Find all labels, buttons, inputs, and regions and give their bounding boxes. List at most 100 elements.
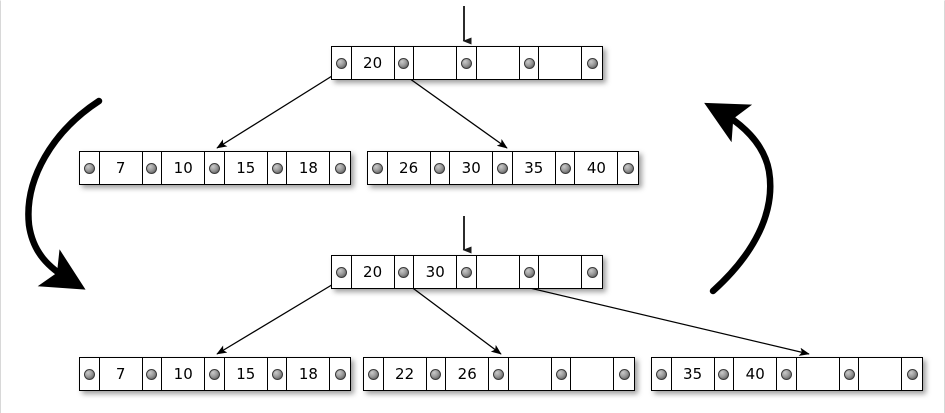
pointer-dot-icon bbox=[586, 57, 598, 69]
node-pointer-cell[interactable] bbox=[614, 358, 634, 390]
node-pointer-cell[interactable] bbox=[519, 256, 540, 288]
leaf-after-middle[interactable]: 22 26 bbox=[363, 357, 635, 391]
node-pointer-cell[interactable] bbox=[330, 358, 350, 390]
node-key-cell[interactable]: 40 bbox=[734, 358, 778, 390]
node-pointer-cell[interactable] bbox=[618, 152, 638, 184]
node-key-cell[interactable] bbox=[571, 358, 615, 390]
node-pointer-cell[interactable] bbox=[142, 152, 163, 184]
node-key-cell[interactable]: 35 bbox=[671, 358, 715, 390]
node-key-cell[interactable]: 18 bbox=[287, 358, 331, 390]
key-value: 20 bbox=[363, 53, 383, 72]
node-pointer-cell[interactable] bbox=[80, 152, 100, 184]
node-pointer-cell[interactable] bbox=[394, 47, 415, 79]
node-pointer-cell[interactable] bbox=[652, 358, 672, 390]
pointer-arrow-before-1 bbox=[398, 70, 508, 149]
pointer-dot-icon bbox=[618, 368, 630, 380]
pointer-dot-icon bbox=[209, 368, 220, 380]
root-after[interactable]: 20 30 bbox=[331, 255, 603, 289]
node-pointer-cell[interactable] bbox=[332, 47, 352, 79]
node-pointer-cell[interactable] bbox=[394, 256, 415, 288]
node-key-cell[interactable] bbox=[539, 256, 583, 288]
key-value: 10 bbox=[173, 364, 193, 383]
node-pointer-cell[interactable] bbox=[839, 358, 860, 390]
key-value: 18 bbox=[298, 364, 318, 383]
node-key-cell[interactable]: 15 bbox=[224, 152, 268, 184]
key-value: 18 bbox=[298, 158, 318, 177]
pointer-dot-icon bbox=[555, 368, 567, 380]
node-pointer-cell[interactable] bbox=[555, 152, 576, 184]
pointer-dot-icon bbox=[271, 368, 283, 380]
node-key-cell[interactable]: 20 bbox=[351, 47, 395, 79]
pointer-arrow-after-0 bbox=[216, 279, 341, 355]
node-pointer-cell[interactable] bbox=[364, 358, 384, 390]
pointer-dot-icon bbox=[622, 162, 634, 174]
key-value: 7 bbox=[115, 364, 126, 383]
node-pointer-cell[interactable] bbox=[582, 47, 602, 79]
key-value: 22 bbox=[395, 364, 415, 383]
pointer-dot-icon bbox=[655, 368, 667, 380]
node-key-cell[interactable] bbox=[508, 358, 552, 390]
root-before[interactable]: 20 bbox=[331, 46, 603, 80]
node-pointer-cell[interactable] bbox=[332, 256, 352, 288]
node-key-cell[interactable]: 10 bbox=[162, 152, 206, 184]
node-key-cell[interactable]: 20 bbox=[351, 256, 395, 288]
node-key-cell[interactable]: 26 bbox=[387, 152, 431, 184]
node-pointer-cell[interactable] bbox=[80, 358, 100, 390]
pointer-dot-icon bbox=[430, 368, 442, 380]
node-key-cell[interactable]: 15 bbox=[224, 358, 268, 390]
node-pointer-cell[interactable] bbox=[902, 358, 922, 390]
node-pointer-cell[interactable] bbox=[457, 256, 477, 288]
node-key-cell[interactable]: 18 bbox=[287, 152, 331, 184]
leaf-after-right[interactable]: 35 40 bbox=[651, 357, 923, 391]
leaf-after-left[interactable]: 7 10 15 18 bbox=[79, 357, 351, 391]
leaf-before-right[interactable]: 26 30 35 40 bbox=[367, 151, 639, 185]
node-pointer-cell[interactable] bbox=[493, 152, 513, 184]
node-key-cell[interactable] bbox=[859, 358, 903, 390]
key-value: 10 bbox=[173, 158, 193, 177]
node-pointer-cell[interactable] bbox=[551, 358, 572, 390]
node-key-cell[interactable] bbox=[476, 256, 520, 288]
node-key-cell[interactable]: 7 bbox=[99, 152, 143, 184]
pointer-dot-icon bbox=[398, 57, 410, 69]
node-pointer-cell[interactable] bbox=[368, 152, 388, 184]
node-key-cell[interactable]: 40 bbox=[575, 152, 619, 184]
pointer-dot-icon bbox=[335, 266, 347, 278]
node-pointer-cell[interactable] bbox=[457, 47, 477, 79]
node-pointer-cell[interactable] bbox=[430, 152, 451, 184]
node-key-cell[interactable]: 35 bbox=[512, 152, 556, 184]
node-pointer-cell[interactable] bbox=[519, 47, 540, 79]
node-key-cell[interactable]: 26 bbox=[446, 358, 490, 390]
pointer-dot-icon bbox=[335, 57, 347, 69]
pointer-dot-icon bbox=[461, 57, 472, 69]
pointer-dot-icon bbox=[334, 368, 346, 380]
node-pointer-cell[interactable] bbox=[777, 358, 797, 390]
node-pointer-cell[interactable] bbox=[582, 256, 602, 288]
node-pointer-cell[interactable] bbox=[267, 358, 288, 390]
node-pointer-cell[interactable] bbox=[205, 152, 225, 184]
node-pointer-cell[interactable] bbox=[205, 358, 225, 390]
node-pointer-cell[interactable] bbox=[142, 358, 163, 390]
pointer-dot-icon bbox=[83, 368, 95, 380]
pointer-dot-icon bbox=[371, 162, 383, 174]
node-key-cell[interactable] bbox=[476, 47, 520, 79]
node-key-cell[interactable]: 7 bbox=[99, 358, 143, 390]
node-pointer-cell[interactable] bbox=[267, 152, 288, 184]
leaf-before-left[interactable]: 7 10 15 18 bbox=[79, 151, 351, 185]
pointer-dot-icon bbox=[146, 162, 158, 174]
node-pointer-cell[interactable] bbox=[489, 358, 509, 390]
node-pointer-cell[interactable] bbox=[714, 358, 735, 390]
pointer-dot-icon bbox=[334, 162, 346, 174]
node-pointer-cell[interactable] bbox=[330, 152, 350, 184]
node-pointer-cell[interactable] bbox=[426, 358, 447, 390]
node-key-cell[interactable] bbox=[539, 47, 583, 79]
key-value: 7 bbox=[115, 158, 126, 177]
pointer-dot-icon bbox=[843, 368, 855, 380]
node-key-cell[interactable]: 10 bbox=[162, 358, 206, 390]
node-key-cell[interactable]: 22 bbox=[383, 358, 427, 390]
node-key-cell[interactable] bbox=[414, 47, 458, 79]
node-key-cell[interactable]: 30 bbox=[450, 152, 494, 184]
node-key-cell[interactable] bbox=[796, 358, 840, 390]
key-value: 35 bbox=[683, 364, 703, 383]
key-value: 26 bbox=[457, 364, 477, 383]
node-key-cell[interactable]: 30 bbox=[414, 256, 458, 288]
